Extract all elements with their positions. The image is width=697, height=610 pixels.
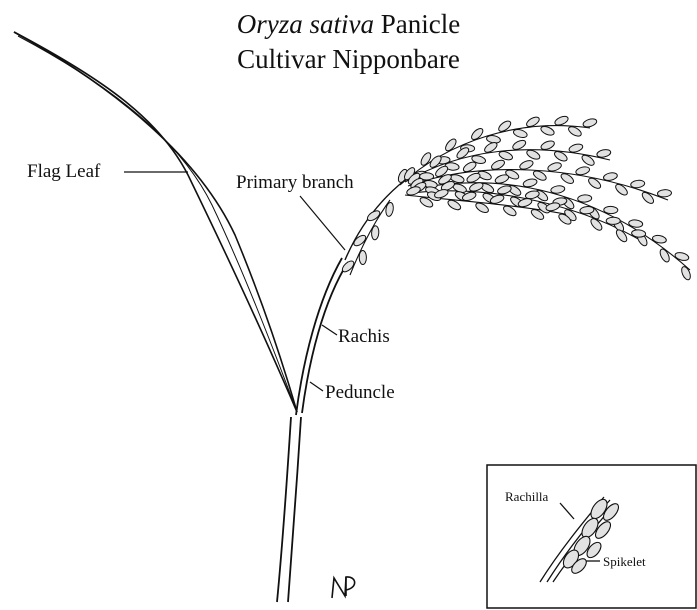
spikelet-grain	[359, 250, 366, 264]
leader-primary-branch	[300, 196, 345, 250]
artist-monogram	[332, 577, 355, 598]
spikelet-grain	[547, 161, 563, 172]
spikelet-grain	[568, 143, 583, 154]
spikelet-grain	[522, 178, 537, 188]
page-subtitle: Cultivar Nipponbare	[0, 43, 697, 75]
spikelet-grain	[582, 117, 597, 128]
label-rachis: Rachis	[338, 326, 390, 348]
spikelet-grain	[540, 139, 556, 151]
inset-detail	[487, 465, 696, 608]
inset-frame	[487, 465, 696, 608]
label-peduncle: Peduncle	[325, 382, 395, 404]
spikelet-grain	[554, 115, 570, 127]
spikelet-grain	[652, 234, 667, 244]
spikelet-grain	[550, 185, 565, 194]
spikelet-grain	[674, 251, 689, 261]
leader-rachis	[322, 325, 337, 335]
spikelet-grain	[606, 217, 620, 224]
spikelet-grain	[513, 128, 528, 139]
monogram-n	[332, 577, 346, 598]
spikelet-cluster	[341, 115, 693, 281]
spikelet-grain	[466, 172, 482, 184]
spikelet-grain	[603, 172, 618, 182]
label-spikelet: Spikelet	[603, 554, 646, 570]
spikelet-grain	[575, 166, 590, 177]
rachis-line	[345, 180, 405, 260]
culm-left-edge	[277, 417, 291, 602]
spikelet-grain	[604, 206, 618, 214]
flag-leaf-drawing	[14, 32, 297, 412]
spikelet-grain	[498, 150, 514, 162]
spikelet-grain	[630, 179, 645, 188]
label-rachilla: Rachilla	[505, 489, 548, 505]
spikelet-grain	[406, 185, 422, 196]
flag-leaf-midrib	[18, 36, 297, 412]
spikelet-grain	[596, 148, 611, 158]
spikelet-grain	[658, 248, 671, 264]
spikelet-grain	[517, 197, 533, 208]
spikelet-grain	[444, 137, 458, 152]
label-primary-branch: Primary branch	[236, 172, 354, 194]
page-title: Oryza sativa Panicle	[0, 8, 697, 40]
spikelet-grain	[577, 194, 591, 202]
flag-leaf-inner-edge	[14, 32, 297, 412]
leader-peduncle	[310, 382, 323, 391]
spikelet-grain	[540, 125, 556, 137]
spikelet-grain	[657, 189, 671, 197]
species-name: Oryza sativa	[237, 9, 374, 39]
spikelet-grain	[494, 173, 510, 185]
spikelet-grain	[497, 184, 512, 195]
flag-leaf-outer-edge	[14, 32, 297, 412]
title-suffix: Panicle	[374, 9, 460, 39]
monogram-p	[346, 577, 355, 596]
spikelet-grain	[385, 202, 394, 217]
spikelet-grain	[352, 233, 367, 247]
spikelet-grain	[519, 159, 535, 171]
spikelet-grain	[614, 228, 628, 243]
spikelet-grain	[680, 265, 692, 281]
label-flag-leaf: Flag Leaf	[27, 161, 100, 183]
